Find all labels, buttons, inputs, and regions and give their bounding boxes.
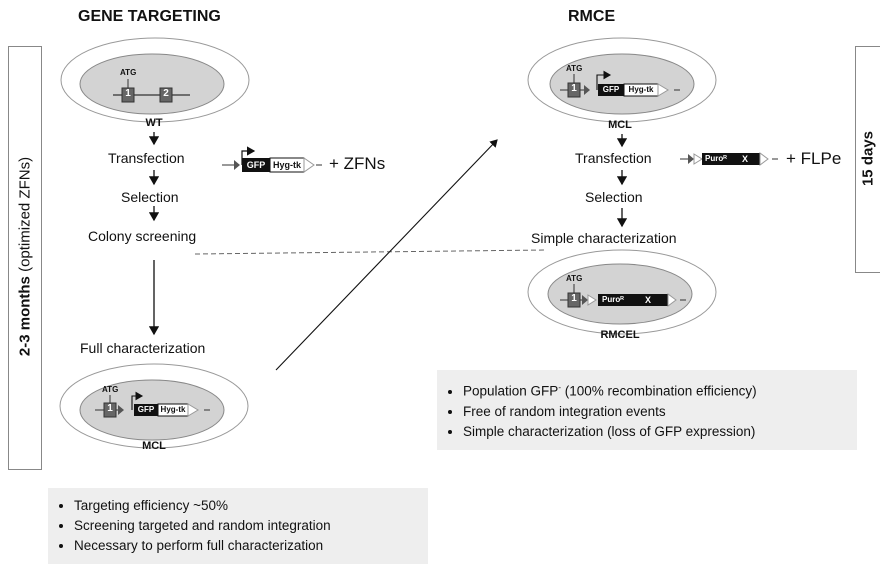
step-colony-screening: Colony screening xyxy=(88,228,197,244)
gene-targeting-note-item: Necessary to perform full characterizati… xyxy=(74,536,428,556)
wt-cell xyxy=(60,37,250,123)
cassette-hyg-label-left: Hyg-tk xyxy=(272,160,301,170)
step-transfection-left: Transfection xyxy=(108,150,185,166)
rmce-note-item: Population GFP- (100% recombination effi… xyxy=(463,378,857,402)
gene-targeting-title: GENE TARGETING xyxy=(78,8,221,25)
step-full-characterization: Full characterization xyxy=(80,340,206,356)
rmcel-cell xyxy=(527,249,717,335)
mcl-cell-left xyxy=(59,363,249,449)
rmce-note-item: Free of random integration events xyxy=(463,402,857,422)
rmce-note-item: Simple characterization (loss of GFP exp… xyxy=(463,422,857,442)
diagonal-arrow-to-rmce xyxy=(275,139,498,371)
wt-atg-label: ATG xyxy=(120,68,137,77)
step-transfection-right: Transfection xyxy=(575,150,652,166)
gene-targeting-note-item: Targeting efficiency ~50% xyxy=(74,496,428,516)
rmce-notes: Population GFP- (100% recombination effi… xyxy=(437,370,857,450)
gene-targeting-timeline-box xyxy=(8,46,42,470)
rmcel-puro-label: Puroᴿ xyxy=(602,295,624,304)
step-selection-left: Selection xyxy=(121,189,179,205)
mcl-right-atg-label: ATG xyxy=(566,64,583,73)
rmcel-label: RMCEL xyxy=(600,329,640,341)
mcl-label-right: MCL xyxy=(608,119,632,131)
step-selection-right: Selection xyxy=(585,189,643,205)
gene-targeting-note-item: Screening targeted and random integratio… xyxy=(74,516,428,536)
puro-x-cassette xyxy=(680,152,778,166)
wt-exon-2: 2 xyxy=(163,88,169,99)
mcl-right-hyg-label: Hyg-tk xyxy=(628,85,654,94)
gfp-hygtk-cassette xyxy=(222,146,322,173)
cassette-x-label: X xyxy=(741,154,748,164)
cassette-gfp-label-left: GFP xyxy=(246,160,266,170)
mcl-left-gfp-label: GFP xyxy=(137,405,155,414)
mcl-cell-right xyxy=(527,37,717,123)
gene-targeting-notes: Targeting efficiency ~50% Screening targ… xyxy=(48,488,428,564)
zfns-reagent: + ZFNs xyxy=(329,154,386,173)
cassette-puro-label: Puroᴿ xyxy=(705,154,727,163)
rmcel-exon-1: 1 xyxy=(571,293,577,304)
rmce-title: RMCE xyxy=(568,8,616,25)
mcl-label-left: MCL xyxy=(142,440,166,452)
flpe-reagent: + FLPe xyxy=(786,149,842,168)
rmcel-x-label: X xyxy=(644,295,651,305)
mcl-right-gfp-label: GFP xyxy=(602,85,620,94)
mcl-left-exon-1: 1 xyxy=(107,403,113,414)
mcl-left-hyg-label: Hyg-tk xyxy=(160,405,186,414)
step-simple-characterization: Simple characterization xyxy=(531,230,677,246)
rmcel-atg-label: ATG xyxy=(566,274,583,283)
rmce-timeline-box xyxy=(855,46,880,273)
dashed-connector xyxy=(194,249,546,255)
wt-exon-1: 1 xyxy=(125,88,131,99)
mcl-right-exon-1: 1 xyxy=(571,83,577,94)
mcl-left-atg-label: ATG xyxy=(102,385,119,394)
wt-label: WT xyxy=(145,117,163,129)
